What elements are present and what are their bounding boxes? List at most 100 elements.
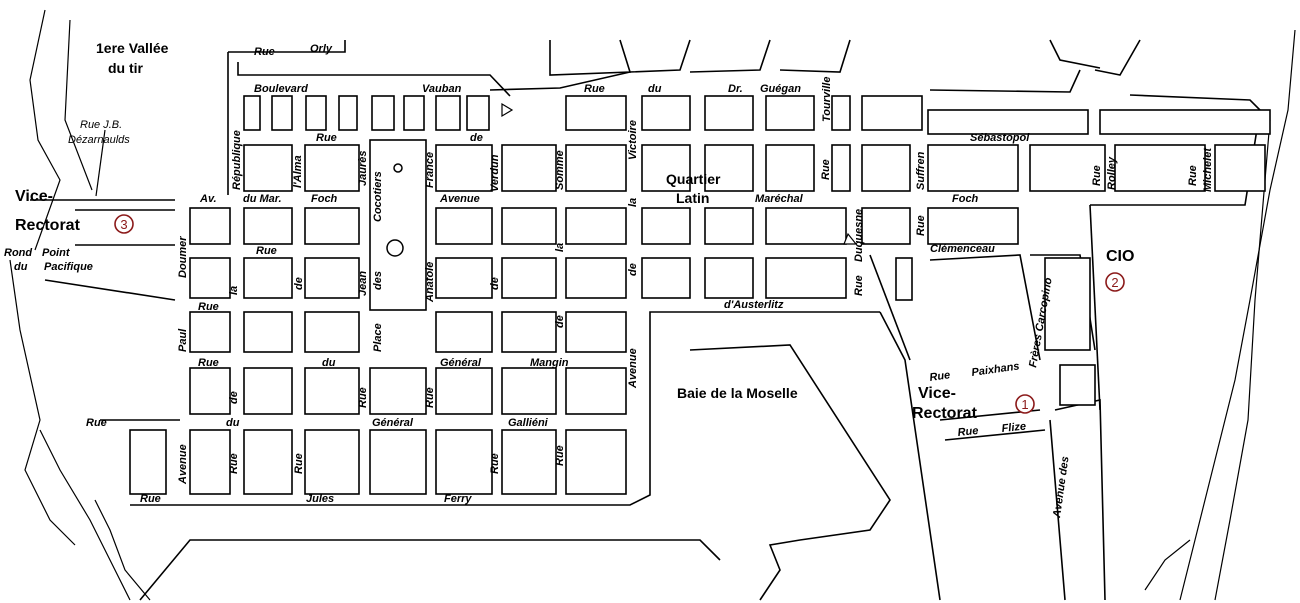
place-rue-jb-line1: Rue J.B. (80, 119, 122, 131)
street-republique: République (231, 130, 243, 190)
street-jean: Jean (357, 271, 369, 296)
street-alma: l'Alma (292, 155, 304, 188)
street-des: des (372, 271, 384, 290)
street-mangin-1: Rue (198, 357, 219, 369)
place-rond-point-2: Point (42, 247, 71, 259)
city-blocks (129, 95, 1271, 495)
street-victoire: Victoire (627, 120, 639, 160)
street-paixhans-2: Paixhans (971, 360, 1021, 379)
street-av: Av. (199, 193, 217, 205)
street-foch-left: Foch (311, 193, 338, 205)
street-rue-orly-1: Rue (254, 46, 275, 58)
marker-1-number: 1 (1021, 397, 1028, 412)
marker-1[interactable]: 1 (1015, 394, 1035, 414)
street-sebastopol: Sébastopol (970, 132, 1030, 144)
street-jules-ferry-1: Rue (140, 493, 161, 505)
location-markers: 1 2 3 (114, 214, 1125, 414)
place-vice-rectorat-left-line1: Vice- (15, 188, 53, 205)
street-rue-orly-2: Orly (310, 43, 333, 55)
street-rue-v4: Rue (228, 453, 240, 474)
street-clemenceau: Clémenceau (930, 243, 995, 255)
place-quartier-latin-line1: Quartier (666, 171, 721, 187)
street-rue-v3: Rue (424, 387, 436, 408)
street-avenue: Avenue (439, 193, 480, 205)
street-de-3: de (554, 315, 566, 328)
street-la-2: la (554, 243, 566, 252)
street-austerlitz: d'Austerlitz (724, 299, 784, 311)
street-mangin-3: Général (440, 357, 482, 369)
street-paixhans-1: Rue (929, 369, 951, 384)
street-rue-v6: Rue (489, 453, 501, 474)
street-rue-duquesne: Rue (853, 275, 865, 296)
street-place: Place (372, 323, 384, 352)
street-rue-de-la-2: la (228, 286, 240, 295)
street-avenue-v2: Avenue (177, 444, 189, 485)
street-tourville: Tourville (821, 77, 833, 122)
street-rolley-1: Rue (1091, 165, 1103, 186)
marker-2[interactable]: 2 (1105, 272, 1125, 292)
street-rue-dr-guegan-1: Rue (584, 83, 605, 95)
street-duquesne: Duquesne (853, 209, 865, 262)
street-foch-right: Foch (952, 193, 979, 205)
street-marechal: Maréchal (755, 193, 804, 205)
street-rue-de-verdun-1: Rue (316, 132, 337, 144)
street-rue-dr-guegan-4: Guégan (760, 83, 801, 95)
street-rue-dr-guegan-2: du (648, 83, 662, 95)
street-jaures: Jaurès (357, 151, 369, 186)
roundabout-icon (386, 239, 404, 257)
marker-3[interactable]: 3 (114, 214, 134, 234)
marker-3-number: 3 (120, 217, 127, 232)
street-de-1: de (489, 277, 501, 290)
place-baie: Baie de la Moselle (677, 385, 798, 401)
street-rue-h1: Rue (198, 301, 219, 313)
place-labels: 1ere Vallée du tir Rue J.B. Dézarnaulds … (4, 40, 1134, 422)
street-rue-suffren: Rue (915, 215, 927, 236)
monument-icon (393, 163, 403, 173)
road-network (30, 39, 1271, 601)
street-rue-de-verdun-2: de (470, 132, 483, 144)
street-de-2: de (627, 263, 639, 276)
place-rond-point-1: Rond (4, 247, 32, 259)
street-jules-ferry-3: Ferry (444, 493, 472, 505)
street-rue-v7: Rue (554, 445, 566, 466)
street-doumer: Doumer (177, 236, 189, 278)
street-vauban: Vauban (422, 83, 462, 95)
place-vallee-line1: 1ere Vallée (96, 40, 169, 56)
street-mangin-2: du (322, 357, 336, 369)
marker-2-number: 2 (1111, 275, 1118, 290)
place-rond-point-3: du (14, 261, 28, 273)
street-de-4: de (228, 391, 240, 404)
street-rolley-2: Rolley (1106, 156, 1118, 190)
street-suffren: Suffren (915, 151, 927, 190)
street-rue-v2: Rue (357, 387, 369, 408)
marker-2-circle-icon (1105, 272, 1125, 292)
place-vice-rectorat-right-line2: Rectorat (912, 405, 978, 422)
street-rue-de-verdun-3: Verdun (489, 154, 501, 192)
place-vice-rectorat-right-line1: Vice- (918, 385, 956, 402)
place-rue-jb-line2: Dézarnaulds (68, 134, 130, 146)
street-michelet-2: Michelet (1202, 147, 1214, 192)
street-somme: Somme (554, 150, 566, 190)
street-anatole: Anatole (424, 262, 436, 303)
place-vallee-line2: du tir (108, 60, 144, 76)
place-vice-rectorat-left-line2: Rectorat (15, 217, 81, 234)
street-rue-dr-guegan-3: Dr. (728, 83, 743, 95)
street-flize-2: Flize (1001, 420, 1027, 434)
place-rond-point-4: Pacifique (44, 261, 93, 273)
street-du-mar: du Mar. (243, 193, 282, 205)
street-jules-ferry-2: Jules (306, 493, 334, 505)
place-cio: CIO (1106, 248, 1134, 265)
street-rue-de-la-1: Rue (256, 245, 277, 257)
street-gallieni-4: Galliéni (508, 417, 549, 429)
street-gallieni-1: Rue (86, 417, 107, 429)
street-gallieni-3: Général (372, 417, 414, 429)
triangle-icon (843, 232, 858, 245)
street-la: la (627, 198, 639, 207)
triangle-icon (501, 102, 514, 118)
street-mangin-4: Mangin (530, 357, 569, 369)
street-rue-vertical: Rue (820, 159, 832, 180)
street-gallieni-2: du (226, 417, 240, 429)
street-avenue-vertical: Avenue (627, 348, 639, 389)
street-boulevard: Boulevard (254, 83, 308, 95)
